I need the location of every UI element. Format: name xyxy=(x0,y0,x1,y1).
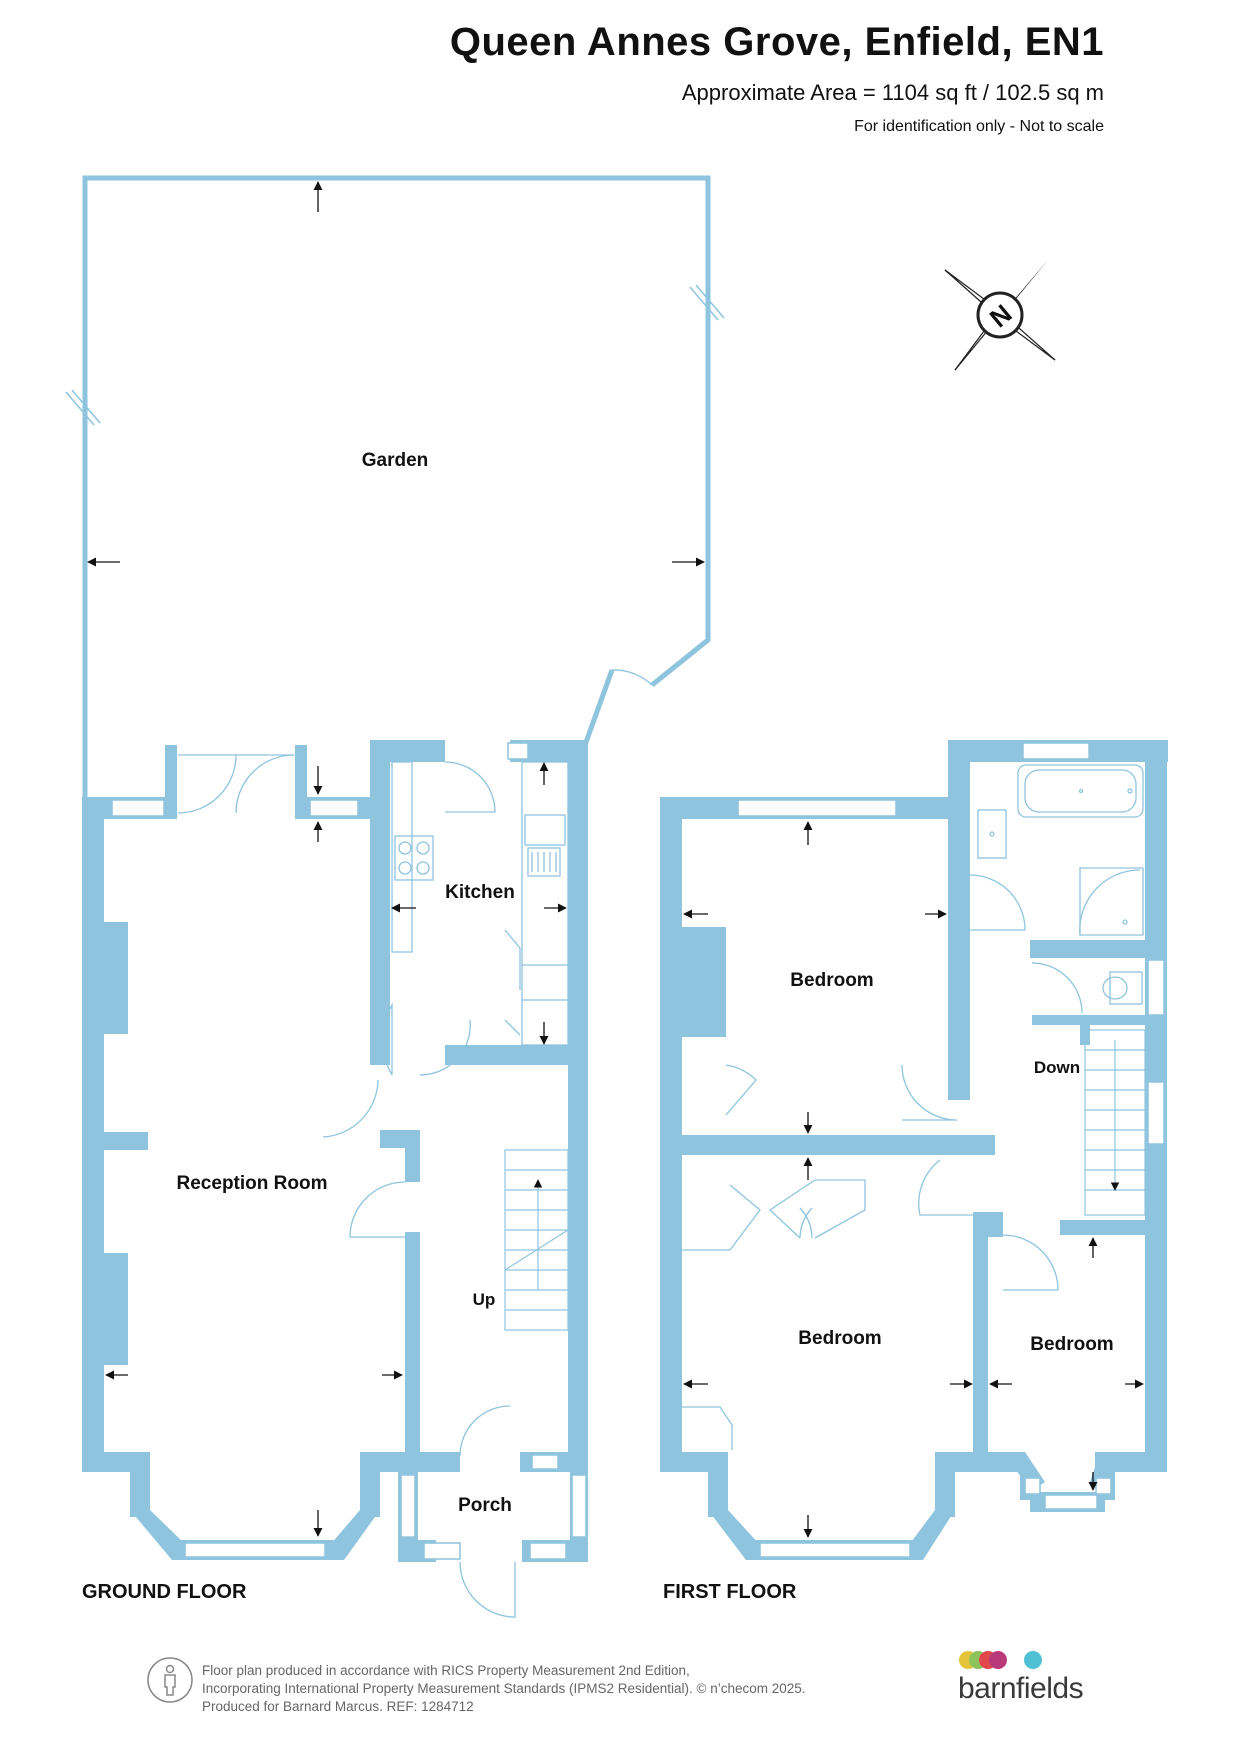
footer-line-2: Incorporating International Property Mea… xyxy=(202,1681,806,1696)
bathroom-fittings xyxy=(977,764,1144,1005)
porch-label: Porch xyxy=(458,1495,512,1516)
garden-boundary xyxy=(82,175,711,805)
stairs-up xyxy=(504,1149,569,1331)
ground-floor-walls xyxy=(82,740,588,1562)
approximate-area: Approximate Area = 1104 sq ft / 102.5 sq… xyxy=(681,80,1104,105)
ground-floor-doors xyxy=(177,754,521,1618)
brand-name: barnfields xyxy=(958,1672,1084,1705)
stairs-up-label: Up xyxy=(473,1290,496,1309)
kitchen-label: Kitchen xyxy=(445,882,515,903)
garden-dimension-arrows xyxy=(87,181,705,567)
rics-person-icon xyxy=(147,1657,193,1703)
property-title: Queen Annes Grove, Enfield, EN1 xyxy=(449,20,1104,64)
stairs-down xyxy=(1084,1029,1146,1216)
footer-disclaimer: Floor plan produced in accordance with R… xyxy=(202,1662,806,1716)
first-floor-label: FIRST FLOOR xyxy=(663,1581,797,1603)
garden-gate xyxy=(611,669,653,686)
brand-dots-logo xyxy=(959,1651,1042,1669)
bedroom-3-label: Bedroom xyxy=(1030,1334,1113,1355)
garden-break-marks xyxy=(65,284,725,426)
brand-dot xyxy=(1024,1651,1042,1669)
footer-line-3: Produced for Barnard Marcus. REF: 128471… xyxy=(202,1699,474,1714)
first-floor-dimension-arrows xyxy=(683,821,1144,1538)
footer-line-1: Floor plan produced in accordance with R… xyxy=(202,1663,690,1678)
first-floor-windows xyxy=(737,742,1165,1558)
bedroom-1-label: Bedroom xyxy=(790,970,873,991)
compass-icon: N xyxy=(944,260,1056,371)
ground-floor-windows xyxy=(111,742,587,1560)
first-floor-doors xyxy=(682,874,1083,1450)
garden-label: Garden xyxy=(362,450,429,471)
kitchen-fittings xyxy=(391,761,569,1046)
stairs-down-label: Down xyxy=(1034,1058,1080,1077)
ground-floor-dimension-arrows xyxy=(105,762,567,1537)
brand-dot xyxy=(989,1651,1007,1669)
ground-floor-label: GROUND FLOOR xyxy=(82,1581,247,1603)
reception-room-label: Reception Room xyxy=(177,1173,328,1194)
scale-note: For identification only - Not to scale xyxy=(854,118,1104,135)
bedroom-2-label: Bedroom xyxy=(798,1328,881,1349)
